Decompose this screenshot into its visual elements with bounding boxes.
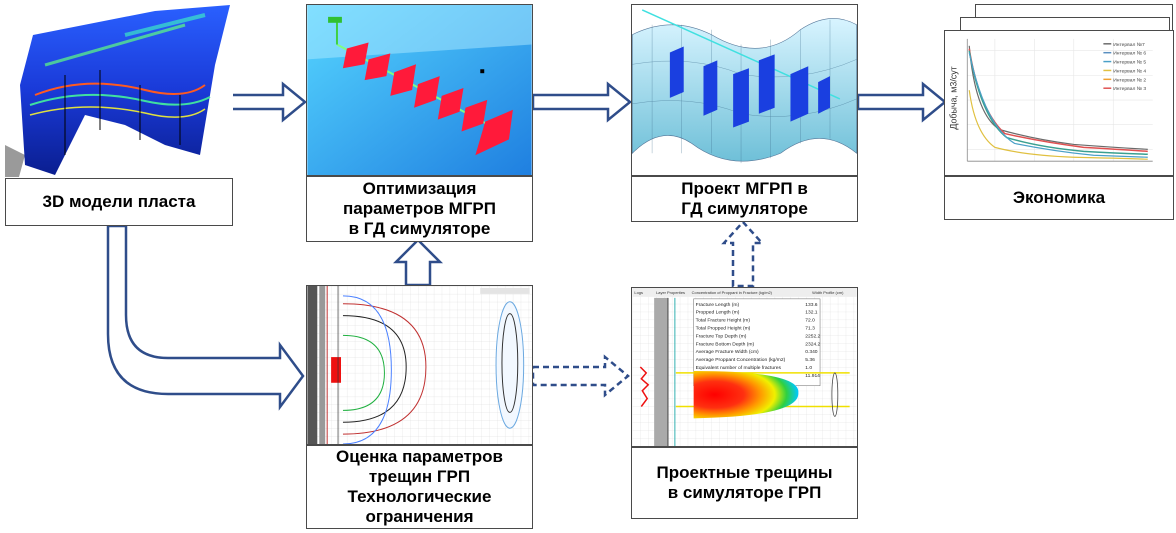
arrow-models-to-estimation xyxy=(106,224,305,411)
design-col-label: Width Profile (cm) xyxy=(812,290,844,295)
frac-row-label: Fracture Top Depth (m) xyxy=(696,333,747,339)
frac-row-value: 72.0 xyxy=(805,318,815,324)
optimization-label-line: в ГД симуляторе xyxy=(348,219,491,238)
frac-row-label: Average Proppant Concentration (kg/m2) xyxy=(696,357,786,363)
frac-row-label: Propped Length (m) xyxy=(696,310,740,316)
optimization-label-line: Оптимизация xyxy=(362,179,477,198)
design-fractures-label: Проектные трещины в симуляторе ГРП xyxy=(631,447,858,519)
frac-row-value: 11.914 xyxy=(805,373,820,379)
design-col-label: Concentration of Proppant in Fracture (k… xyxy=(692,290,773,295)
economics-chart: Добыча, м3/сут Интервал №7 Интервал № 6 … xyxy=(944,30,1174,176)
optimization-image xyxy=(306,4,533,176)
legend-entry: Интервал № 5 xyxy=(1113,60,1146,66)
legend-entry: Интервал № 4 xyxy=(1113,68,1146,74)
frac-row-label: Total Propped Height (m) xyxy=(696,325,751,331)
frac-row-value: 0.340 xyxy=(805,349,818,355)
arrow-optimization-to-project xyxy=(531,81,632,123)
frac-row-value: 132.1 xyxy=(805,310,818,316)
project-sim-label-line: ГД симуляторе xyxy=(681,199,808,218)
optimization-label: Оптимизация параметров МГРП в ГД симулят… xyxy=(306,176,533,242)
frac-row-label: Fracture Length (m) xyxy=(696,302,740,308)
legend-entry: Интервал №7 xyxy=(1113,42,1145,48)
arrow-design-to-project xyxy=(721,220,765,288)
frac-row-value: 133.6 xyxy=(805,302,818,308)
project-sim-label: Проект МГРП в ГД симуляторе xyxy=(631,176,858,222)
frac-row-value: 1.0 xyxy=(805,365,812,371)
project-sim-label-line: Проект МГРП в xyxy=(681,179,808,198)
economics-ylabel: Добыча, м3/сут xyxy=(948,66,958,129)
frac-row-label: Fracture Bottom Depth (m) xyxy=(696,341,755,347)
design-fractures-label-line: в симуляторе ГРП xyxy=(667,483,822,502)
optimization-label-line: параметров МГРП xyxy=(343,199,496,218)
frac-row-value: 2324.2 xyxy=(805,341,820,347)
design-col-label: Layer Properties xyxy=(656,290,685,295)
legend-entry: Интервал № 6 xyxy=(1113,51,1146,57)
fracture-estimation-label-line: Технологические xyxy=(347,487,492,506)
reservoir-models-label: 3D модели пласта xyxy=(5,178,233,226)
fracture-estimation-label-line: ограничения xyxy=(365,507,474,526)
project-sim-image xyxy=(631,4,858,176)
legend-entry: Интервал № 2 xyxy=(1113,77,1146,83)
design-fractures-image: Logs Layer Properties Concentration of P… xyxy=(631,287,858,447)
frac-row-value: 5.36 xyxy=(805,357,815,363)
legend-entry: Интервал № 3 xyxy=(1113,86,1146,92)
arrow-estimation-to-design xyxy=(531,354,630,398)
reservoir-model-image xyxy=(5,5,233,177)
arrow-estimation-to-optimization xyxy=(392,238,444,287)
frac-row-label: Total Fracture Height (m) xyxy=(696,318,751,324)
fracture-estimation-image xyxy=(306,285,533,445)
arrow-project-to-economics xyxy=(856,81,947,123)
fracture-estimation-label: Оценка параметров трещин ГРП Технологиче… xyxy=(306,445,533,529)
frac-row-label: Average Fracture Width (cm) xyxy=(696,349,759,355)
frac-row-value: 2252.2 xyxy=(805,333,820,339)
frac-row-label: Equivalent number of multiple fractures xyxy=(696,365,782,371)
economics-label: Экономика xyxy=(944,176,1174,220)
fracture-estimation-label-line: трещин ГРП xyxy=(368,467,471,486)
design-fractures-label-line: Проектные трещины xyxy=(656,463,833,482)
frac-row-value: 71.3 xyxy=(805,325,815,331)
design-col-label: Logs xyxy=(634,290,643,295)
fracture-estimation-label-line: Оценка параметров xyxy=(336,447,503,466)
